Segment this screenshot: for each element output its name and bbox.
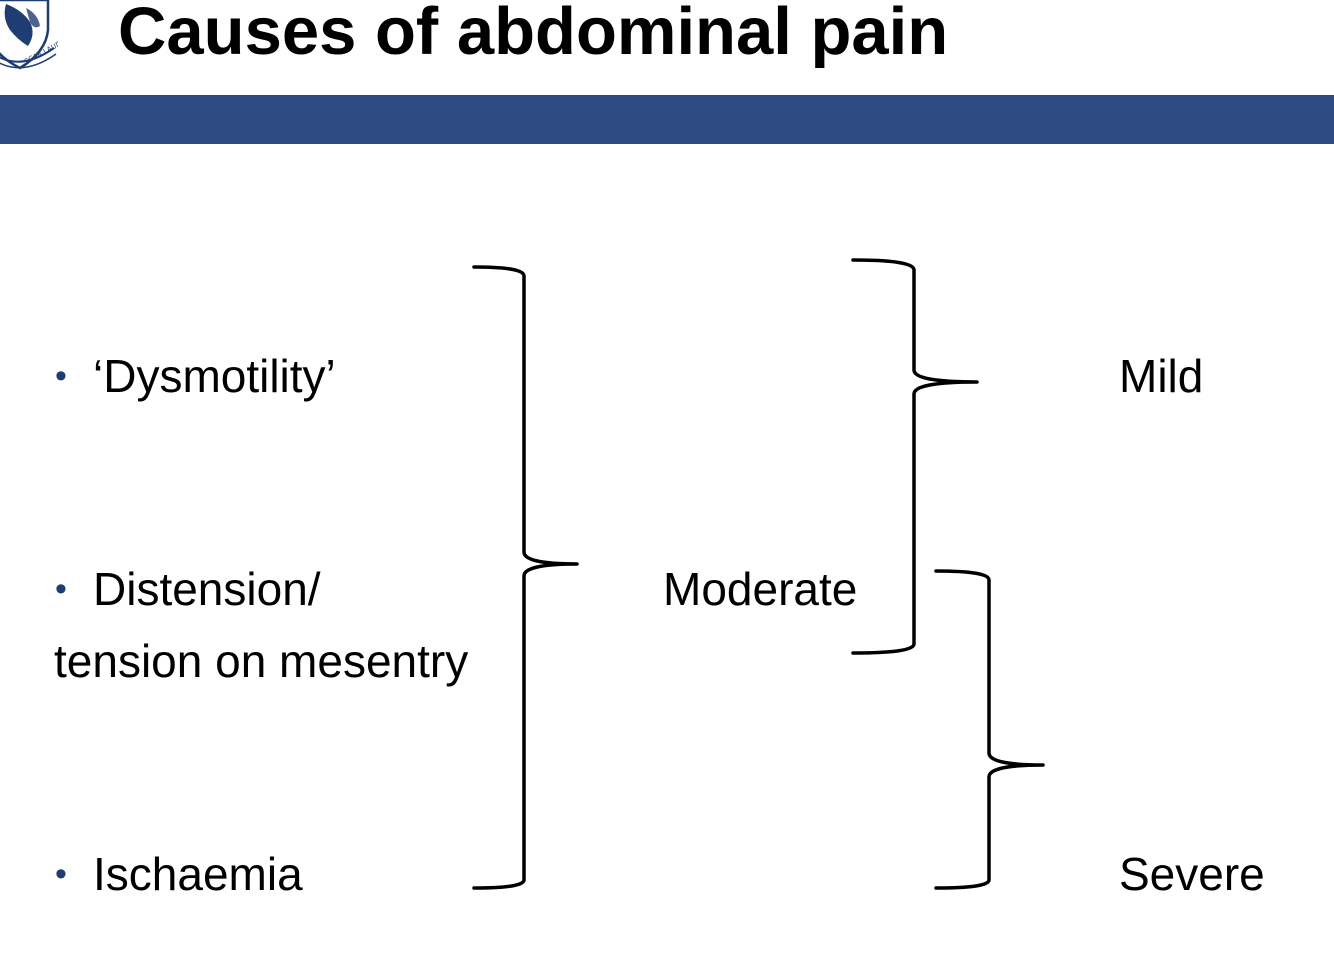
severity-label-mild: Mild <box>1119 350 1204 402</box>
title-banner <box>0 95 1334 144</box>
cause-item-distension-continuation: tension on mesentry <box>54 634 468 688</box>
cause-item-ischaemia: • Ischaemia <box>55 847 303 901</box>
slide-title: Causes of abdominal pain <box>118 0 949 69</box>
severity-label-severe: Severe <box>1119 848 1265 900</box>
bullet-dot: • <box>55 570 67 608</box>
brace-moderate-severe <box>934 569 1045 890</box>
bullet-dot: • <box>55 357 67 395</box>
university-crest-icon: SCAR LAUDE <box>0 0 58 70</box>
cause-label: Ischaemia <box>93 848 303 900</box>
cause-label-continuation: tension on mesentry <box>54 635 469 687</box>
brace-all-causes <box>472 265 579 890</box>
cause-item-dysmotility: • ‘Dysmotility’ <box>55 349 336 403</box>
cause-label: Distension/ <box>93 563 321 615</box>
cause-label: ‘Dysmotility’ <box>93 350 336 402</box>
bullet-dot: • <box>55 855 67 893</box>
brace-mild-moderate <box>851 258 979 655</box>
cause-item-distension: • Distension/ <box>55 562 321 616</box>
severity-label-moderate: Moderate <box>663 563 858 615</box>
